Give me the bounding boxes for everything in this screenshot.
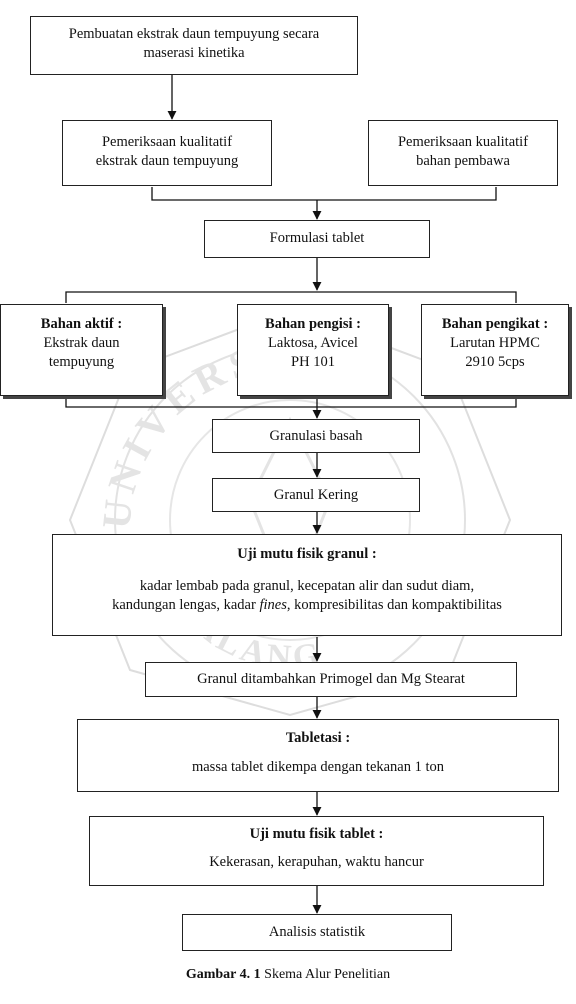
- bahan-pengisi-title: Bahan pengisi :: [265, 316, 361, 332]
- step-formulasi: Formulasi tablet: [204, 220, 430, 258]
- step-uji-granul: Uji mutu fisik granul : kadar lembab pad…: [52, 534, 562, 636]
- penambahan-label: Granul ditambahkan Primogel dan Mg Stear…: [197, 671, 465, 687]
- step-analisis: Analisis statistik: [182, 914, 452, 951]
- uji-granul-line1: kadar lembab pada granul, kecepatan alir…: [139, 578, 475, 594]
- bahan-aktif-title: Bahan aktif :: [40, 316, 123, 332]
- uji-granul-title: Uji mutu fisik granul :: [237, 546, 377, 562]
- bahan-pengikat-line2: 2910 5cps: [465, 354, 525, 370]
- step-ekstraksi: Pembuatan ekstrak daun tempuyung secara …: [30, 16, 358, 75]
- uji-granul-fines-term: fines: [259, 597, 287, 613]
- step-bahan-aktif: Bahan aktif : Ekstrak daun tempuyung: [0, 304, 163, 396]
- analisis-label: Analisis statistik: [268, 924, 366, 940]
- uji-tablet-title: Uji mutu fisik tablet :: [249, 826, 384, 842]
- tabletasi-title: Tabletasi :: [285, 730, 351, 746]
- step-bahan-pengikat: Bahan pengikat : Larutan HPMC 2910 5cps: [421, 304, 569, 396]
- caption-label: Gambar 4. 1: [185, 967, 261, 982]
- step-penambahan: Granul ditambahkan Primogel dan Mg Stear…: [145, 662, 517, 697]
- merge-bracket-bahan: [65, 397, 517, 408]
- tabletasi-desc: massa tablet dikempa dengan tekanan 1 to…: [191, 759, 445, 775]
- bahan-pengisi-line2: PH 101: [291, 354, 335, 370]
- uji-granul-line2-part2: , kompresibilitas dan kompaktibilitas: [286, 597, 502, 613]
- figure-caption: Gambar 4. 1 Skema Alur Penelitian: [0, 967, 576, 983]
- step-periksa-pembawa: Pemeriksaan kualitatif bahan pembawa: [368, 120, 558, 186]
- periksa-ekstrak-line1: Pemeriksaan kualitatif: [101, 134, 233, 150]
- bahan-aktif-line1: Ekstrak daun: [43, 335, 120, 351]
- periksa-pembawa-line1: Pemeriksaan kualitatif: [397, 134, 529, 150]
- uji-granul-line2-part1: kandungan lengas, kadar: [112, 597, 260, 613]
- step-tabletasi: Tabletasi : massa tablet dikempa dengan …: [77, 719, 559, 792]
- bahan-pengisi-line1: Laktosa, Avicel: [268, 335, 358, 351]
- step-periksa-ekstrak: Pemeriksaan kualitatif ekstrak daun temp…: [62, 120, 272, 186]
- ekstraksi-line2: maserasi kinetika: [143, 45, 245, 61]
- ekstraksi-line1: Pembuatan ekstrak daun tempuyung secara: [68, 26, 320, 42]
- periksa-pembawa-line2: bahan pembawa: [416, 153, 510, 169]
- merge-bracket-pemeriksaan: [151, 187, 497, 201]
- split-bracket-bahan: [65, 291, 517, 303]
- bahan-aktif-line2: tempuyung: [48, 354, 115, 370]
- step-bahan-pengisi: Bahan pengisi : Laktosa, Avicel PH 101: [237, 304, 389, 396]
- caption-text: Skema Alur Penelitian: [260, 967, 391, 982]
- step-uji-tablet: Uji mutu fisik tablet : Kekerasan, kerap…: [89, 816, 544, 886]
- uji-granul-line2: kandungan lengas, kadar fines, kompresib…: [53, 596, 561, 615]
- uji-tablet-desc: Kekerasan, kerapuhan, waktu hancur: [209, 854, 424, 870]
- granulasi-label: Granulasi basah: [269, 428, 363, 444]
- step-granul-kering: Granul Kering: [212, 478, 420, 512]
- granul-kering-label: Granul Kering: [273, 487, 359, 503]
- bahan-pengikat-title: Bahan pengikat :: [441, 316, 549, 332]
- step-granulasi: Granulasi basah: [212, 419, 420, 453]
- formulasi-label: Formulasi tablet: [269, 230, 365, 246]
- periksa-ekstrak-line2: ekstrak daun tempuyung: [95, 153, 239, 169]
- bahan-pengikat-line1: Larutan HPMC: [450, 335, 540, 351]
